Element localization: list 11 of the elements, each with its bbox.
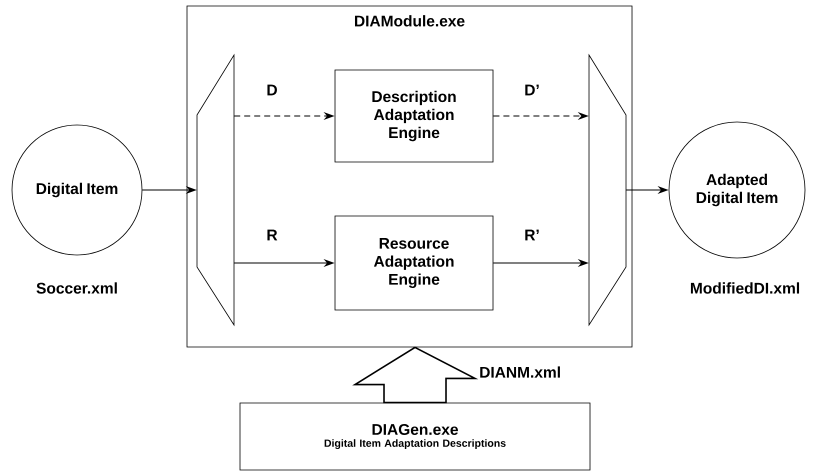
process-box: Description Adaptation Engine [334,70,494,162]
edge-label: R [265,228,279,242]
edge-label: D’ [523,84,541,96]
edge-label: R’ [523,228,541,242]
process-box: Resource Adaptation Engine [334,216,494,310]
process-box: DIAGen.exe Digital Item Adaptation Descriptions [240,402,590,470]
edge-label: DIANM.xml [478,365,562,379]
file-name-label: Soccer.xml [36,282,117,294]
file-name-label: ModifiedDI.xml [690,282,800,294]
splitter-trapezoid [196,54,234,326]
edge-label: D [265,84,279,96]
